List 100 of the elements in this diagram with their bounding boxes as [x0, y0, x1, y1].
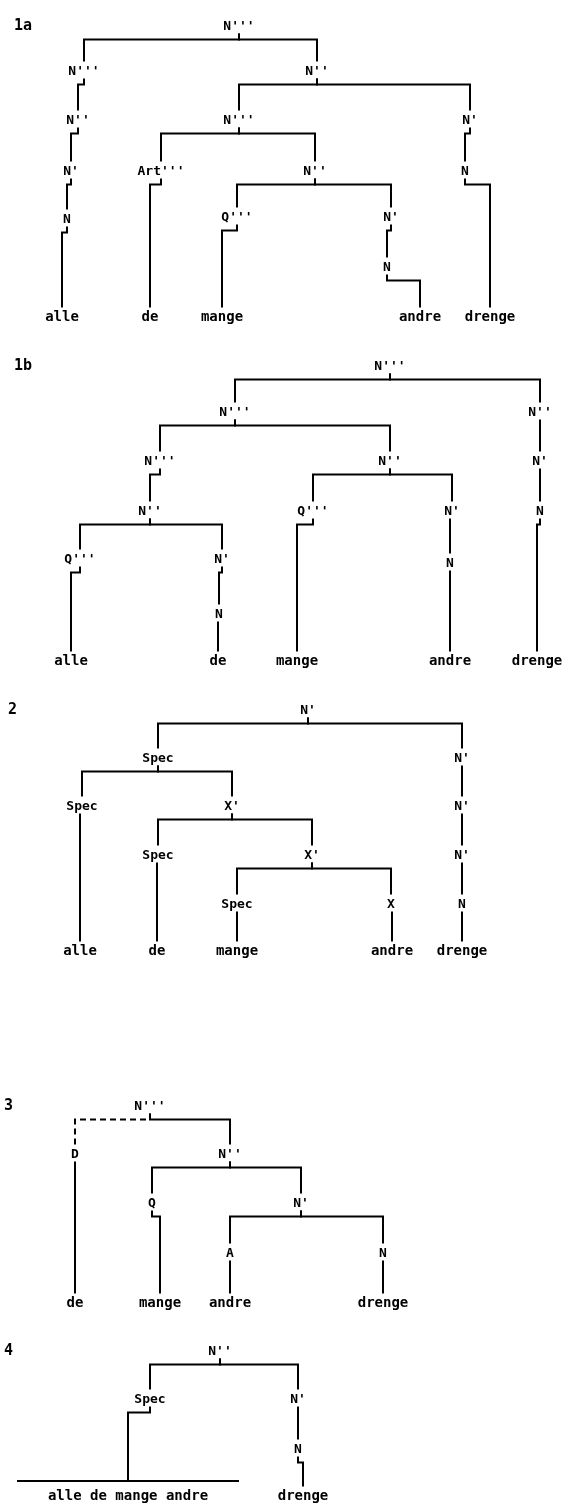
- category-label: N''': [217, 402, 253, 420]
- category-label: N'': [526, 402, 554, 420]
- figure-number: 1a: [14, 16, 33, 34]
- category-label: Q: [146, 1193, 158, 1211]
- category-label: Q''': [295, 501, 331, 519]
- category-label: N'': [376, 451, 404, 469]
- word-label: alle: [61, 941, 99, 959]
- category-label: N: [292, 1439, 304, 1457]
- tree-branch: [389, 467, 453, 503]
- category-label: Q''': [62, 549, 98, 567]
- tree-branch: [61, 225, 68, 309]
- category-label: Art''': [135, 161, 187, 179]
- word-label: drenge: [355, 1293, 411, 1311]
- tree-branch: [461, 812, 463, 847]
- tree-branch: [382, 1259, 384, 1295]
- tree-branch: [149, 1112, 231, 1146]
- figure-number: 1b: [14, 356, 33, 374]
- tree-branch: [238, 32, 318, 63]
- tree-branch: [386, 223, 392, 259]
- category-label: N'': [303, 61, 331, 79]
- tree-branch: [464, 126, 471, 163]
- tree-branch: [70, 565, 81, 653]
- tree-branch: [77, 77, 85, 112]
- word-label: mange: [136, 1293, 184, 1311]
- tree-branch: [74, 1160, 76, 1295]
- category-label: A: [224, 1243, 236, 1261]
- tree-branch: [449, 569, 451, 653]
- category-label: N''': [372, 356, 408, 374]
- category-label: X': [222, 796, 242, 814]
- tree-branch: [217, 620, 219, 653]
- word-label: de: [139, 307, 161, 325]
- tree-branch: [539, 467, 541, 503]
- category-label: N: [213, 604, 225, 622]
- category-label: Q''': [219, 207, 255, 225]
- tree-branch: [229, 1160, 302, 1195]
- category-label: N': [212, 549, 232, 567]
- tree-branch: [70, 126, 79, 163]
- word-label: de: [64, 1293, 86, 1311]
- word-label: de: [146, 941, 168, 959]
- category-label: Spec: [132, 1389, 168, 1407]
- word-label: drenge: [462, 307, 518, 325]
- category-label: N': [291, 1193, 311, 1211]
- figure-number: 2: [8, 700, 18, 718]
- tree-branch: [307, 716, 463, 750]
- tree-branch: [229, 1259, 231, 1295]
- tree-branch: [311, 861, 392, 896]
- tree-branch: [151, 1209, 161, 1295]
- category-label: N'': [64, 110, 92, 128]
- tree-branch: [391, 910, 393, 943]
- tree-branch: [221, 223, 238, 309]
- tree-branch: [66, 177, 72, 211]
- figure-number: 4: [4, 1341, 14, 1359]
- category-label: N: [534, 501, 546, 519]
- category-label: Spec: [219, 894, 255, 912]
- tree-branch: [386, 273, 421, 309]
- word-label: andre: [206, 1293, 254, 1311]
- category-label: N: [381, 257, 393, 275]
- category-label: N''': [221, 16, 257, 34]
- category-label: X: [385, 894, 397, 912]
- category-label: N'': [301, 161, 329, 179]
- phrase-label: alle de mange andre: [17, 1480, 239, 1504]
- category-label: N': [288, 1389, 308, 1407]
- category-label: N': [452, 796, 472, 814]
- category-label: N: [377, 1243, 389, 1261]
- category-label: N''': [132, 1096, 168, 1114]
- tree-branch: [231, 812, 313, 847]
- tree-branch: [539, 418, 541, 453]
- category-label: N''': [66, 61, 102, 79]
- word-label: mange: [273, 651, 321, 669]
- word-label: mange: [213, 941, 261, 959]
- category-label: N'': [216, 1144, 244, 1162]
- tree-branch: [149, 177, 162, 309]
- tree-branch: [300, 1209, 384, 1245]
- word-label: andre: [396, 307, 444, 325]
- category-label: N: [444, 553, 456, 571]
- category-label: D: [69, 1144, 81, 1162]
- category-label: Spec: [64, 796, 100, 814]
- tree-branch: [314, 177, 392, 209]
- category-label: N: [459, 161, 471, 179]
- tree-branch: [461, 861, 463, 896]
- tree-branch: [218, 565, 223, 606]
- tree-branch: [234, 418, 391, 453]
- tree-branch: [461, 910, 463, 943]
- tree-branch: [536, 517, 541, 653]
- tree-branch: [127, 1405, 151, 1481]
- category-label: Spec: [140, 748, 176, 766]
- category-label: N': [61, 161, 81, 179]
- category-label: N: [456, 894, 468, 912]
- tree-branch: [156, 861, 158, 943]
- tree-branch: [297, 1455, 304, 1488]
- tree-branch: [316, 77, 471, 112]
- tree-branch: [219, 1357, 299, 1391]
- tree-branch: [464, 177, 491, 309]
- tree-branch: [236, 910, 238, 943]
- word-label: mange: [198, 307, 246, 325]
- word-label: drenge: [434, 941, 490, 959]
- tree-branch: [461, 764, 463, 798]
- word-label: andre: [426, 651, 474, 669]
- word-label: alle: [43, 307, 81, 325]
- category-label: N'': [206, 1341, 234, 1359]
